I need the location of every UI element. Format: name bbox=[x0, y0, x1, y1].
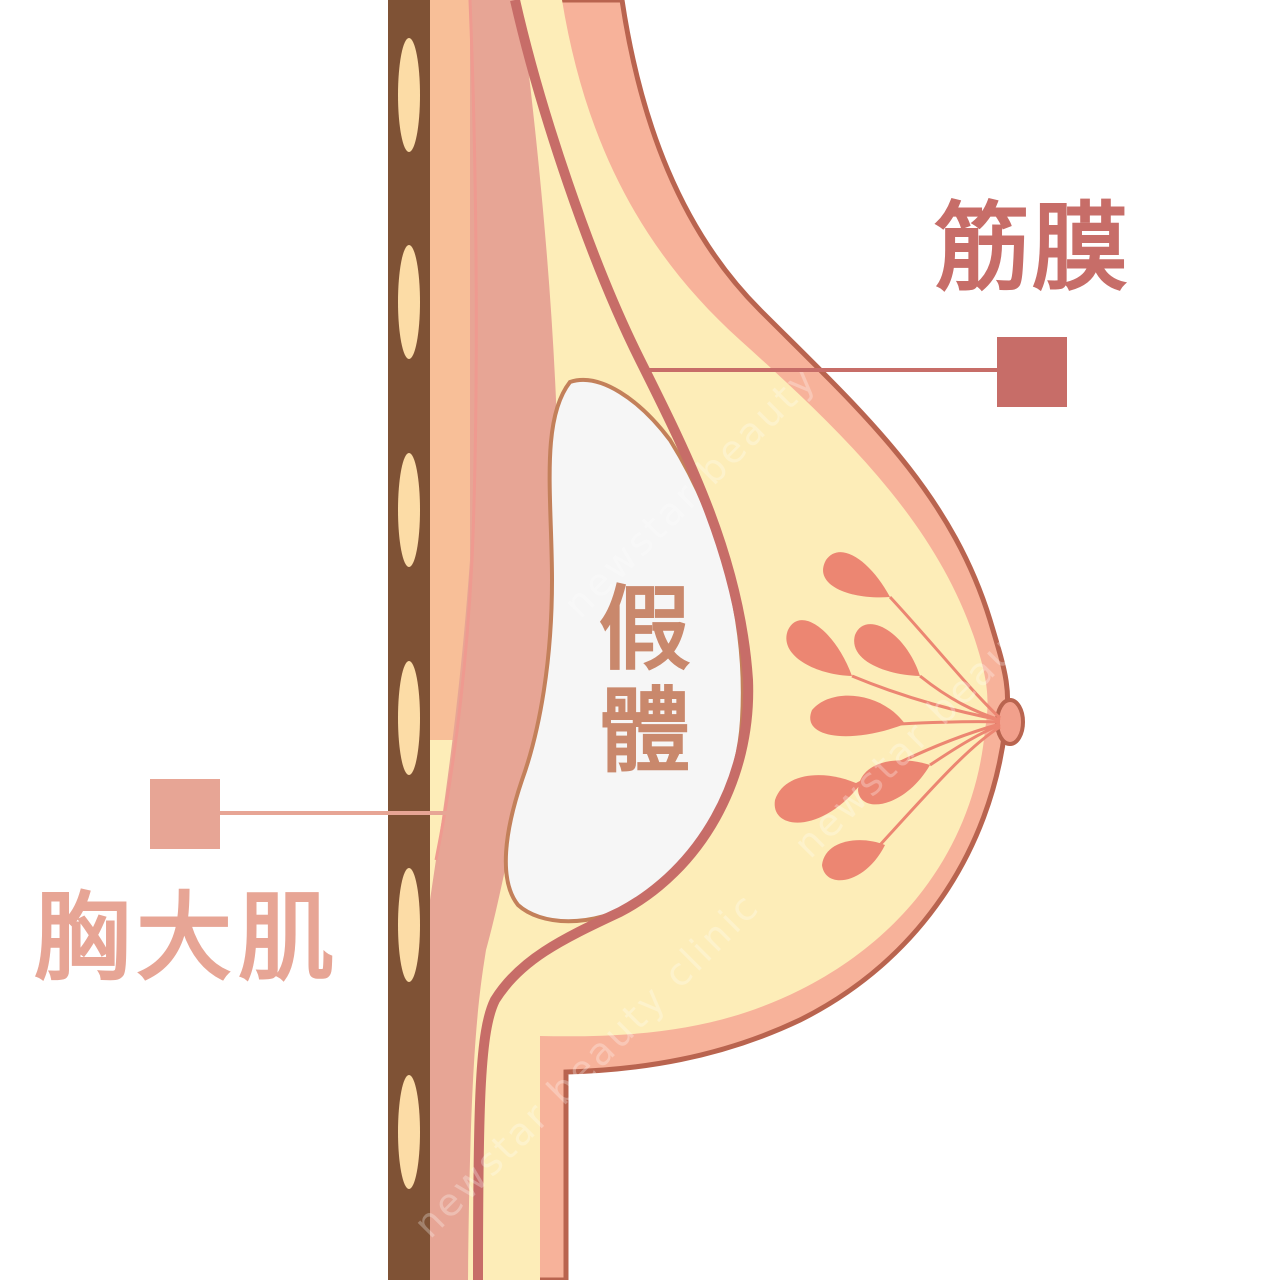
muscle-edge bbox=[434, 0, 478, 861]
fascia-label: 筋膜 bbox=[934, 192, 1130, 304]
implant-label: 假體 bbox=[583, 580, 690, 784]
fascia-callout-marker bbox=[997, 337, 1067, 407]
pectoralis-major-muscle bbox=[430, 0, 559, 1280]
rib-wall bbox=[388, 0, 430, 1280]
chest-outer-layer bbox=[430, 0, 476, 740]
fascia-line bbox=[473, 0, 754, 1281]
mammary-glands bbox=[774, 552, 930, 881]
pectoralis-major-label: 胸大肌 bbox=[34, 882, 340, 994]
rib-bones bbox=[398, 38, 420, 1189]
mammary-ducts bbox=[849, 595, 1002, 847]
muscle-callout-marker bbox=[150, 779, 220, 849]
nipple bbox=[995, 698, 1025, 746]
